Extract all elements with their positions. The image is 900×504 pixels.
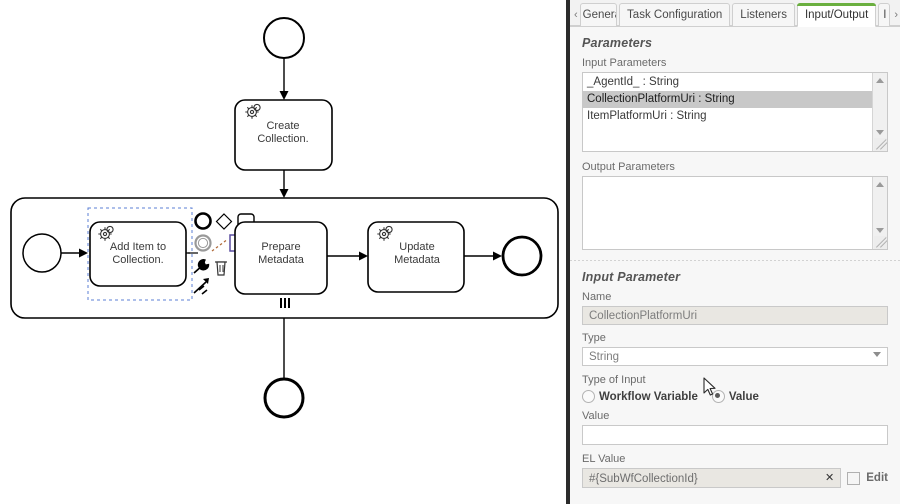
trash-icon [215,261,227,276]
scroll-up-arrow-icon[interactable] [873,74,887,86]
start-event [263,17,305,59]
el-value-row: #{SubWfCollectionId} ✕ Edit [582,468,888,488]
name-field[interactable]: CollectionPlatformUri [582,306,888,325]
edit-checkbox[interactable] [847,471,861,485]
properties-panel: ‹ General Task Configuration Listeners I… [570,0,900,504]
resize-grip-icon[interactable] [874,138,887,151]
radio-value[interactable] [711,390,725,403]
name-label: Name [582,291,612,303]
panel-divider[interactable] [566,0,570,504]
output-parameters-list[interactable] [582,176,888,250]
svg-text:Update: Update [399,241,434,253]
svg-text:Collection.: Collection. [257,133,308,145]
tab-general-label: General [582,9,616,21]
tab-scroll-right-icon[interactable]: › [894,9,898,21]
value-field[interactable] [582,425,888,445]
radio-workflow-variable[interactable] [582,390,595,403]
tab-scroll-left-icon[interactable]: ‹ [574,9,578,21]
section-separator [570,260,900,261]
input-parameters-scrollbar[interactable] [872,73,887,151]
task-update-metadata [367,221,465,293]
tab-input-output[interactable]: Input/Output [796,3,877,27]
list-item[interactable]: ItemPlatformUri : String [587,110,707,122]
clear-x-icon[interactable]: ✕ [825,472,835,484]
properties-panel-body: Parameters Input Parameters _AgentId_ : … [570,27,900,504]
tab-listeners-label: Listeners [740,9,787,21]
svg-text:Metadata: Metadata [394,254,441,266]
list-item[interactable]: _AgentId_ : String [587,76,680,88]
el-value-field[interactable]: #{SubWfCollectionId} ✕ [582,468,842,488]
type-select-wrap: String [582,347,888,366]
radio-workflow-variable-label: Workflow Variable [599,390,698,403]
svg-text:Create: Create [266,120,299,132]
selection-outline [87,207,193,301]
task-prepare-metadata [234,221,328,295]
subprocess-start-event [22,233,62,273]
type-of-input-label: Type of Input [582,374,646,386]
tab-next-partial-label: I [883,9,887,21]
radio-value-label: Value [728,390,759,403]
svg-text:Prepare: Prepare [261,241,300,253]
svg-text:Collection.: Collection. [112,254,163,266]
input-parameters-list[interactable]: _AgentId_ : String CollectionPlatformUri… [582,72,888,152]
tab-listeners[interactable]: Listeners [732,3,795,27]
end-event [263,377,305,419]
tab-task-configuration-label: Task Configuration [627,9,723,21]
type-select[interactable]: String [582,347,888,366]
wrench-icon [193,259,210,274]
task-add-item [89,221,187,287]
gateway-icon [215,213,233,230]
svg-text:Add Item to: Add Item to [110,241,166,253]
scroll-down-arrow-icon[interactable] [873,126,887,138]
output-parameters-scrollbar[interactable] [872,177,887,249]
edit-label: Edit [866,472,888,484]
connect-icon [193,278,209,295]
el-value-label: EL Value [582,453,626,465]
subprocess-end-event [501,235,543,277]
properties-tabstrip: ‹ General Task Configuration Listeners I… [570,0,900,27]
output-parameters-label: Output Parameters [582,161,675,173]
append-text-annotation-icon [229,234,236,252]
svg-text:Metadata: Metadata [258,254,305,266]
value-label: Value [582,410,610,422]
tab-input-output-label: Input/Output [804,9,869,21]
tab-task-configuration[interactable]: Task Configuration [619,3,731,27]
chevron-down-icon[interactable] [873,352,881,357]
el-value-text: #{SubWfCollectionId} [589,473,698,485]
input-parameters-label: Input Parameters [582,57,667,69]
input-parameter-section-title: Input Parameter [582,270,681,284]
tab-general[interactable]: General [579,3,618,27]
tab-next-partial[interactable]: I [878,3,891,27]
scroll-down-arrow-icon[interactable] [873,224,887,236]
bpmn-canvas[interactable]: Create Collection. [0,0,570,504]
list-item[interactable]: CollectionPlatformUri : String [583,91,873,108]
end-event-icon [194,212,212,230]
type-of-input-radio-group: Workflow Variable Value [570,388,900,403]
multi-instance-marker [280,298,290,308]
parameters-section-title: Parameters [582,36,653,50]
resize-grip-icon[interactable] [874,236,887,249]
type-label: Type [582,332,606,344]
scroll-up-arrow-icon[interactable] [873,178,887,190]
